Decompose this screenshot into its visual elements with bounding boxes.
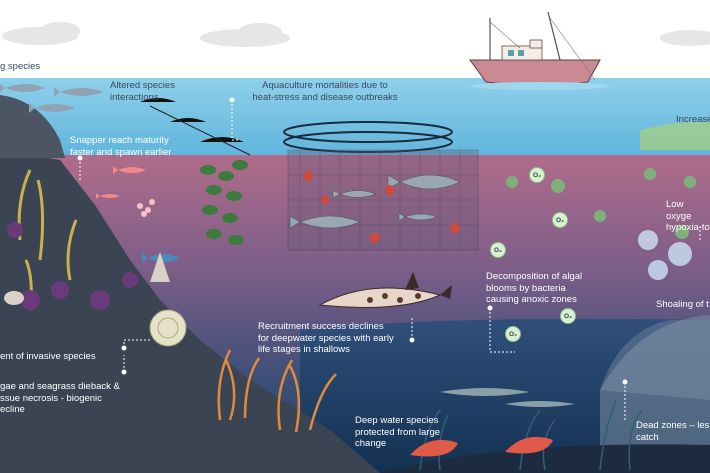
label-species: g species — [0, 61, 41, 72]
sky — [0, 0, 710, 78]
label-invasive: ent of invasive species — [0, 351, 96, 362]
salmon-fish-icon — [289, 174, 461, 229]
label-dead-zones: Dead zones – les catch — [636, 420, 710, 443]
label-dieback: gae and seagrass dieback & ssue necrosis… — [0, 381, 120, 415]
urchin-icon — [7, 222, 138, 310]
label-recruitment: Recruitment success declines for deepwat… — [258, 321, 394, 355]
fish-icon — [0, 83, 104, 113]
coastal-rock — [0, 95, 65, 158]
oxygen-bubble-icon: O₂ — [490, 242, 506, 258]
aquaculture-pen — [283, 121, 479, 251]
shoal-net — [600, 320, 710, 400]
virus-icon — [303, 171, 460, 243]
callout-lines — [79, 100, 701, 420]
eel-fish-icon — [440, 388, 575, 407]
snapper-fish-icon — [96, 166, 146, 199]
label-decomposition: Decomposition of algal blooms by bacteri… — [486, 271, 583, 305]
fishing-boat-icon — [469, 11, 610, 90]
label-low-oxygen: Low oxyge hypoxia-to — [666, 199, 710, 233]
shrimp-icon — [410, 436, 553, 457]
oxygen-bubble-icon: O₂ — [505, 326, 521, 342]
label-increase: Increase — [676, 114, 710, 125]
kelp-icon — [200, 160, 248, 245]
label-snapper: Snapper reach maturity faster and spawn … — [70, 135, 172, 158]
callout-dots — [77, 97, 628, 385]
seafloor-slope — [0, 150, 380, 473]
plankton-icon — [506, 168, 696, 239]
cloud-icon — [2, 22, 710, 47]
coral-icon — [217, 349, 337, 433]
fish-eggs-icon — [137, 199, 155, 217]
oxygen-bubble-icon: O₂ — [560, 308, 576, 324]
seafloor-mound — [600, 315, 710, 473]
oxygen-bubble-icon: O₂ — [552, 212, 568, 228]
snail-icon — [149, 309, 187, 347]
algal-bloom — [640, 121, 710, 150]
mussel-longline — [140, 98, 251, 156]
shark-icon — [318, 272, 452, 308]
label-deep-water: Deep water species protected from large … — [355, 415, 441, 449]
surface-water — [0, 78, 710, 158]
label-altered-interactions: Altered species interactions — [110, 80, 175, 103]
jellyfish-icon — [638, 230, 692, 280]
label-shoaling: Shoaling of t — [656, 299, 709, 310]
oxygen-bubble-icon: O₂ — [529, 167, 545, 183]
label-aquaculture: Aquaculture mortalities due to heat-stre… — [252, 80, 398, 103]
shell-icon — [4, 252, 170, 305]
seafloor-bottom — [380, 444, 710, 473]
